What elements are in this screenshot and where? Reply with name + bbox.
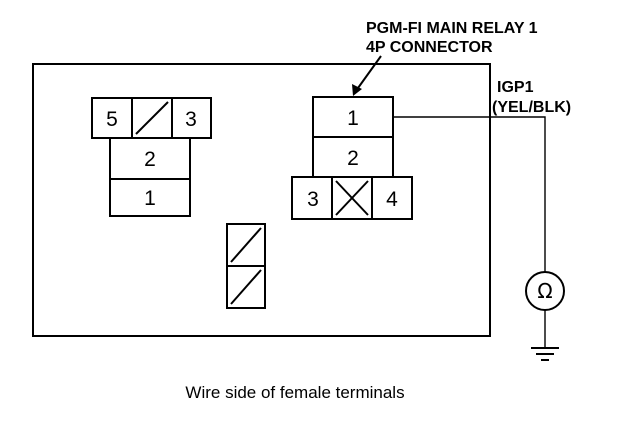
wire-color-label: (YEL/BLK) [492,99,571,116]
left-cell-3 [171,97,212,139]
ohmmeter-symbol: Ω [525,271,565,311]
left-terminal-5: 5 [106,108,118,131]
relay-cell-4 [371,176,413,220]
left-cell-1 [109,178,191,217]
left-cell-5 [91,97,133,139]
relay-terminal-2: 2 [347,147,359,170]
left-terminal-2: 2 [144,148,156,171]
relay-4p-connector: 1 2 3 4 [291,96,413,220]
left-cell-2 [109,137,191,180]
relay-terminal-4: 4 [386,188,398,211]
wire-circuit-label: IGP1 [497,79,534,96]
blank-cavity-slash [135,101,169,135]
relay-box-outline [32,63,491,337]
diagram-caption: Wire side of female terminals [185,383,404,402]
relay-terminal-3: 3 [307,188,319,211]
left-terminal-1: 1 [144,187,156,210]
connector-callout-line1: PGM-FI MAIN RELAY 1 [366,20,538,37]
probe-wire [393,116,546,272]
relay-cell-1 [312,96,394,138]
callout-arrow [352,55,382,96]
small-blank-connector [226,223,266,309]
ohm-icon: Ω [537,279,552,303]
relay-terminal-1: 1 [347,107,359,130]
left-terminal-3: 3 [185,108,197,131]
connector-callout-line2: 4P CONNECTOR [366,39,493,56]
unused-cavity-x-2 [335,180,369,216]
left-connector: 5 3 2 1 [91,97,212,217]
ground-icon [531,310,559,361]
